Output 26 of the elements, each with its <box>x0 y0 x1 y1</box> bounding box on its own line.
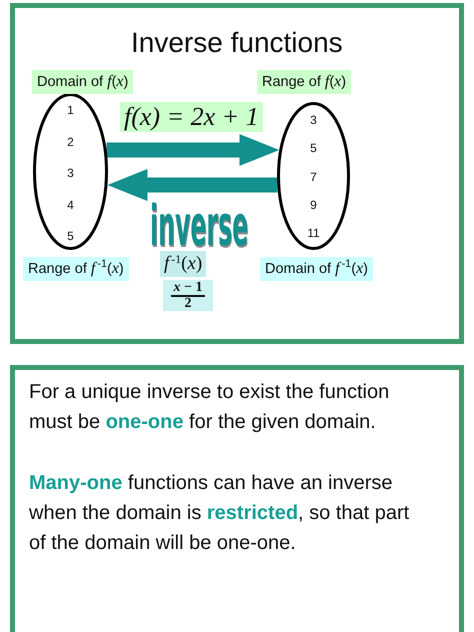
set-label: Domain of f(x) <box>32 70 134 94</box>
formula-label: f$^{-1}$(x) <box>160 251 206 277</box>
number-label: 3 <box>310 113 317 127</box>
denominator: 2 <box>184 296 192 311</box>
oval <box>33 93 108 250</box>
number-label: 2 <box>67 134 74 148</box>
edge-label: inverse <box>150 203 248 251</box>
number-label: 4 <box>67 198 74 212</box>
oval <box>277 102 350 250</box>
number-label: 11 <box>307 226 320 240</box>
numerator: x − 1 <box>174 280 202 295</box>
paragraph: Many-one functions can have an inverse when the domain is restricted, so that part of the domain will be one-one. <box>29 471 410 556</box>
arrow <box>107 169 278 201</box>
edge-label: f(x) = 2x + 1 <box>120 102 263 132</box>
set-label: Range of f(x) <box>257 70 352 94</box>
number-label: 5 <box>310 141 317 156</box>
arrow <box>106 134 280 166</box>
number-label: 3 <box>67 166 74 180</box>
set-label: Range of f$^{-1}$(x) <box>23 257 129 281</box>
number-label: 9 <box>310 198 317 212</box>
number-label: 1 <box>67 103 74 117</box>
title: Inverse functions <box>131 27 343 59</box>
number-label: 7 <box>310 170 317 184</box>
paragraph: For a unique inverse to exist the function must be one-one for the given domain. <box>29 380 390 435</box>
set-label: Domain of f$^{-1}$(x) <box>260 257 373 281</box>
number-label: 5 <box>67 229 74 243</box>
